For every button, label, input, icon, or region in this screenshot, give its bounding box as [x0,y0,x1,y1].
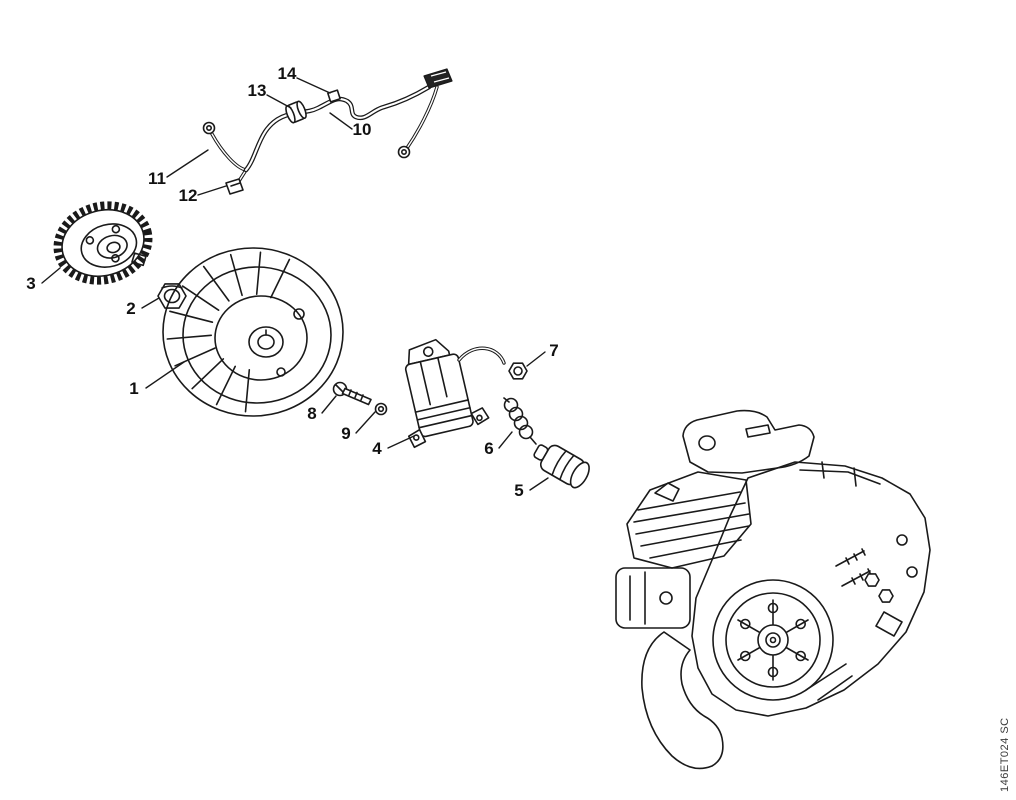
callout-leader-14 [296,77,331,94]
callout-label-12: 12 [179,186,198,205]
drawing-number-watermark: 146ET024 SC [999,717,1011,792]
callout-11: 11 [148,149,209,188]
callout-leader-4 [387,435,415,449]
part-grommet [285,100,307,124]
callout-label-11: 11 [148,169,166,188]
callout-leader-5 [529,477,549,491]
part-washer [374,402,388,416]
callout-5: 5 [514,477,549,500]
callout-leader-2 [141,297,160,309]
callout-12: 12 [179,185,227,205]
callout-7: 7 [526,341,559,367]
callout-label-14: 14 [278,64,297,83]
ring-terminal [397,145,411,159]
callout-label-1: 1 [129,379,138,398]
callout-8: 8 [307,395,337,423]
part-cable-tie [327,89,341,103]
callout-label-4: 4 [372,439,382,458]
part-spark-plug-boot [533,444,590,489]
callout-leader-10 [329,112,353,130]
callout-13: 13 [248,81,292,109]
callout-leader-13 [266,94,292,109]
callout-leader-11 [166,149,209,178]
callout-leader-3 [41,267,61,284]
ring-terminal [202,121,216,135]
callout-leader-7 [526,351,546,367]
callout-1: 1 [129,361,185,398]
callout-label-3: 3 [26,274,35,293]
part-connector [225,178,244,195]
part-wiring-harness [202,68,453,195]
part-flywheel [162,247,344,417]
callout-2: 2 [126,297,160,318]
callouts: 1 2 3 4 5 6 7 8 [26,64,558,500]
callout-10: 10 [329,112,372,139]
callout-9: 9 [341,411,376,443]
part-ignition-module [404,338,490,449]
callout-leader-12 [197,185,227,196]
engine-assembly [615,409,931,770]
callout-label-6: 6 [484,439,493,458]
callout-label-7: 7 [549,341,558,360]
callout-label-9: 9 [341,424,350,443]
callout-label-8: 8 [307,404,316,423]
callout-label-2: 2 [126,299,135,318]
part-screw [332,381,372,406]
part-small-nut [508,362,528,380]
callout-label-10: 10 [353,120,372,139]
part-spring [503,397,537,445]
callout-leader-1 [145,361,185,389]
module-lead-wire [457,346,506,365]
callout-label-5: 5 [514,481,523,500]
callout-leader-6 [498,431,513,449]
callout-3: 3 [26,267,61,293]
callout-14: 14 [278,64,331,94]
part-spade-connector [423,68,453,89]
callout-6: 6 [484,431,513,458]
callout-leader-9 [355,411,376,434]
callout-label-13: 13 [248,81,267,100]
callout-leader-8 [321,395,337,414]
callout-4: 4 [372,435,415,458]
part-toothed-wheel [53,201,153,285]
